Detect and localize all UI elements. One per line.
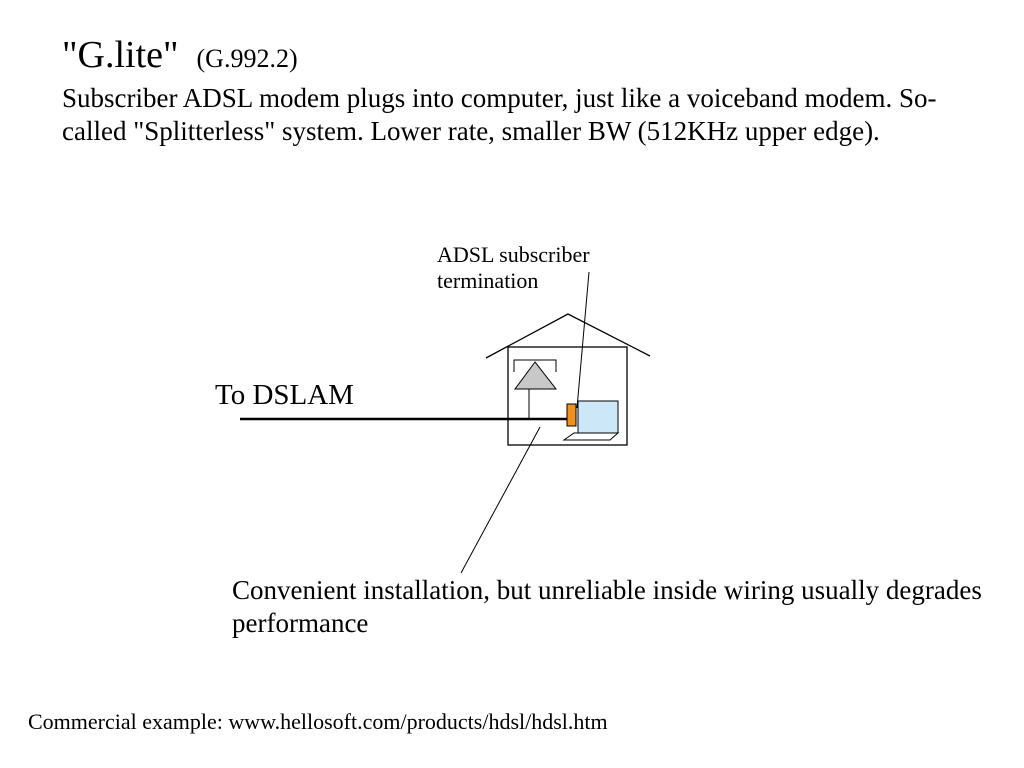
title-main: "G.lite": [62, 34, 179, 76]
termination-callout: ADSL subscriber termination: [437, 242, 590, 293]
computer-icon: [562, 400, 620, 441]
dslam-label: To DSLAM: [215, 379, 354, 411]
title-standard: (G.992.2): [196, 44, 298, 73]
commercial-example: Commercial example: www.hellosoft.com/pr…: [28, 709, 608, 734]
house-body: [507, 346, 628, 446]
slide-title: "G.lite" (G.992.2): [62, 36, 298, 74]
house-roof: [485, 313, 651, 359]
telephone-icon: [513, 359, 558, 418]
description-text: Subscriber ADSL modem plugs into compute…: [62, 83, 937, 146]
wiring-pointer: [460, 426, 541, 574]
wiring-callout: Convenient installation, but unreliable …: [232, 575, 982, 638]
adsl-modem: [566, 403, 577, 427]
